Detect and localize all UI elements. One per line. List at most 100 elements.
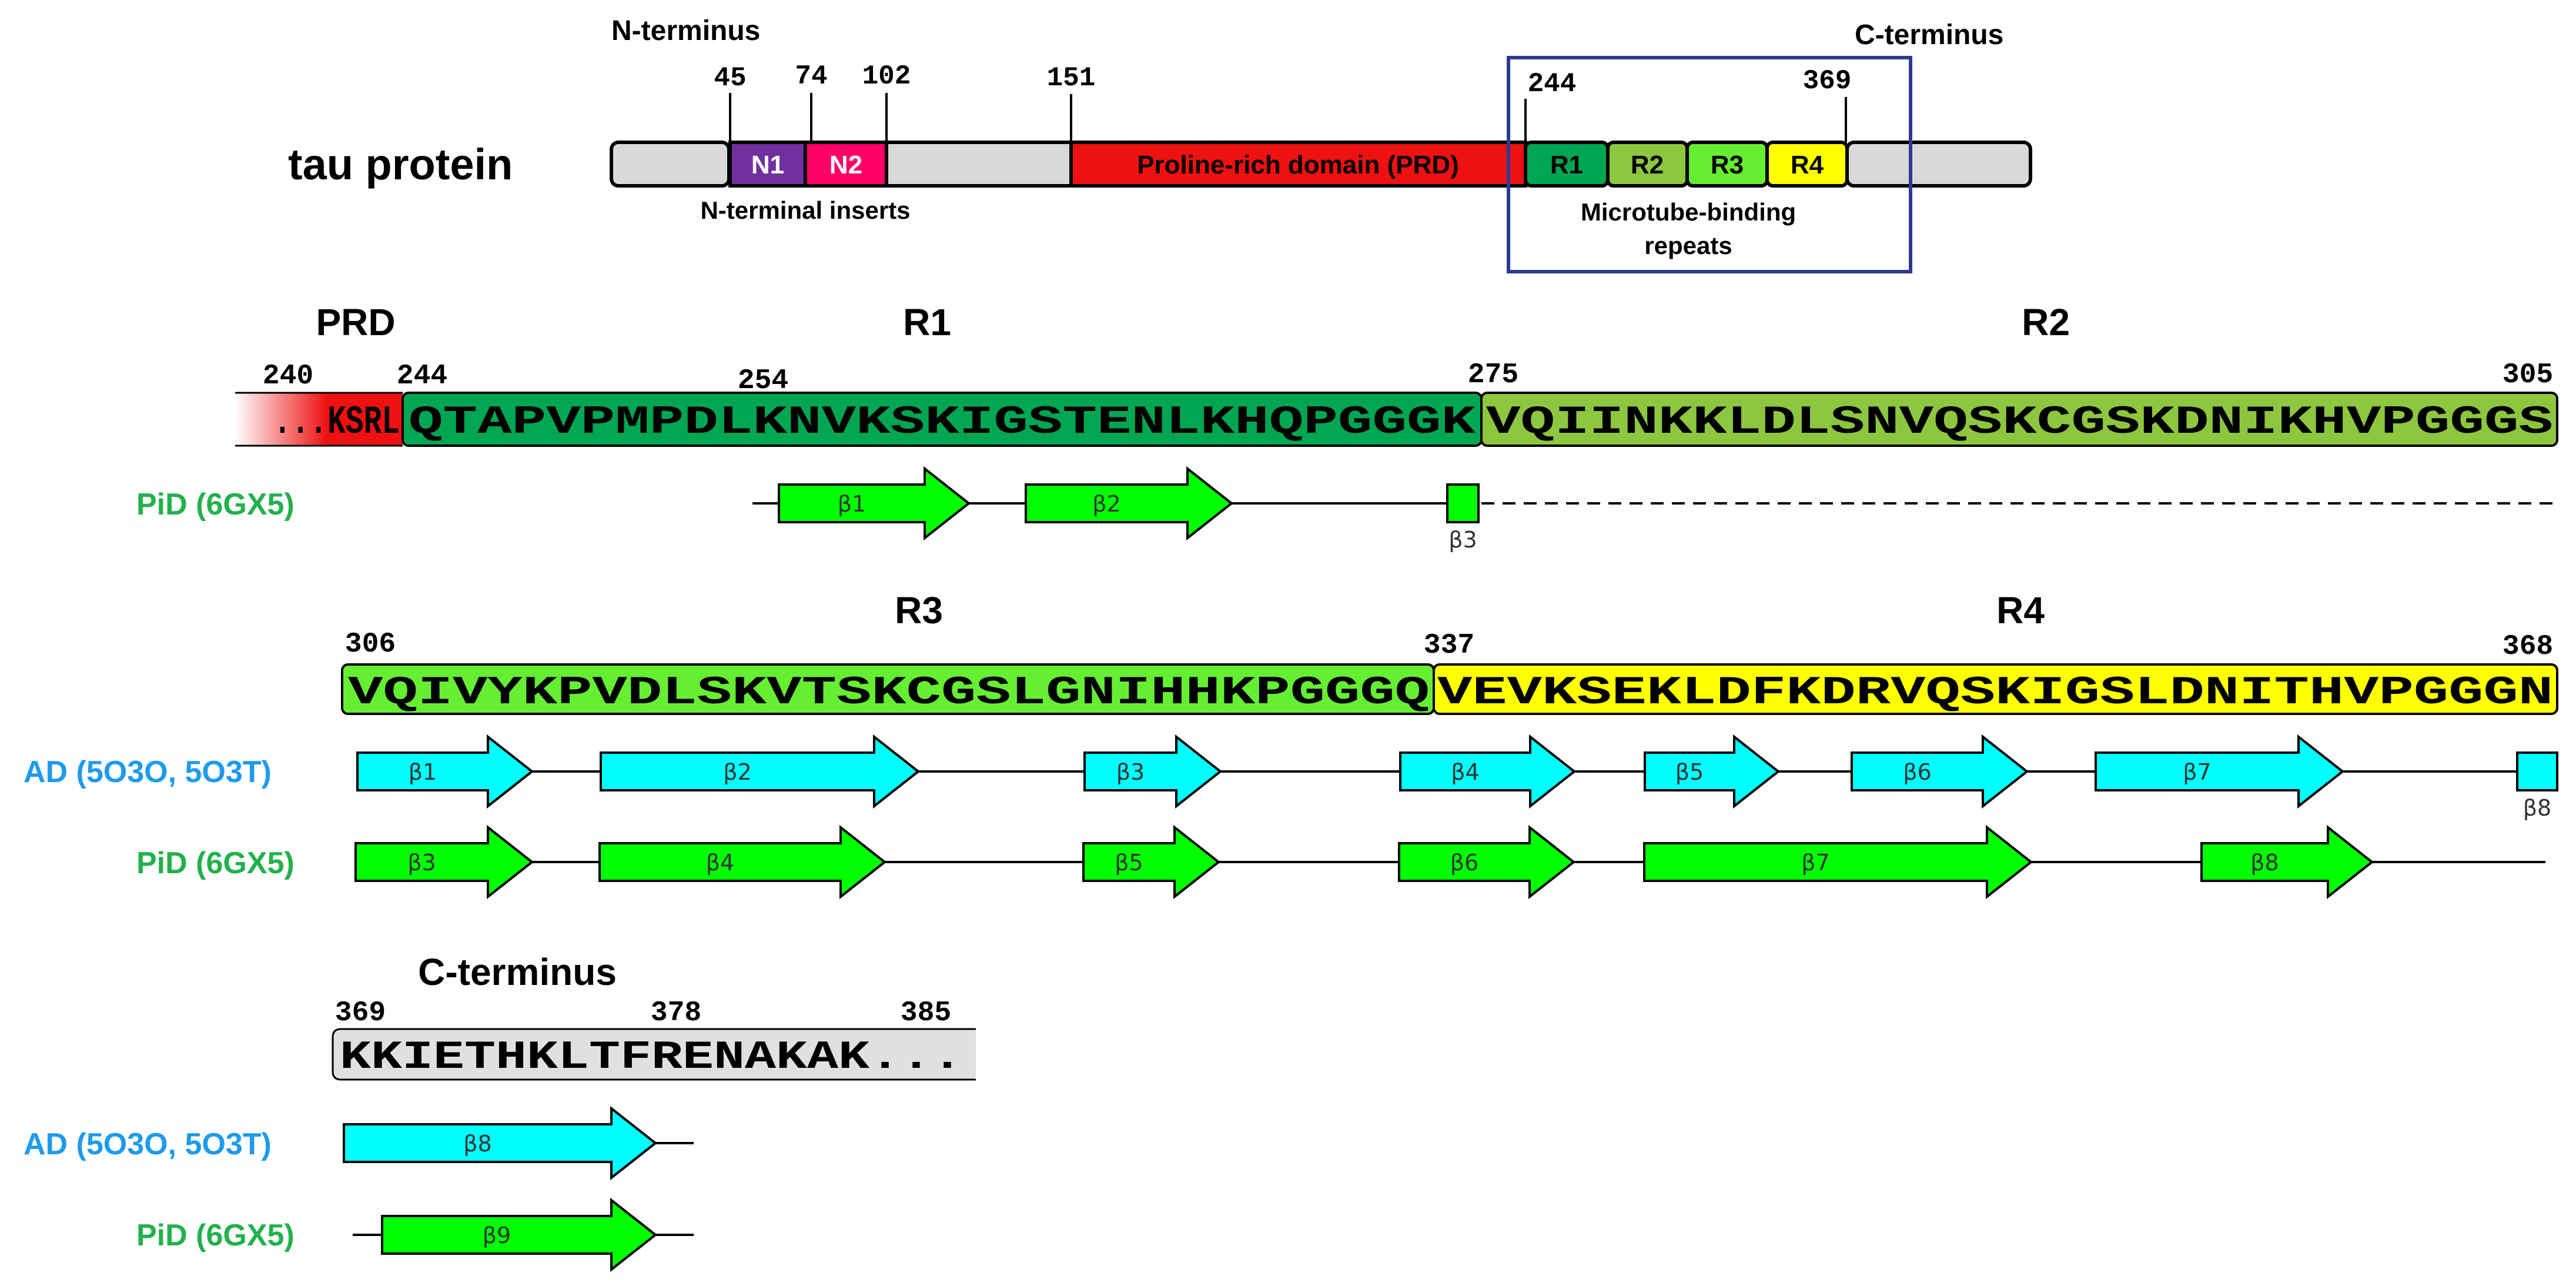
beta-strand-arrow [2200, 824, 2374, 900]
pid-strands-row-1: β1 β2 β3 [778, 466, 1480, 553]
position-label: 244 [1528, 69, 1577, 99]
beta-strand-arrow [354, 824, 534, 900]
beta-strand-arrow [778, 466, 971, 541]
region-header-c-terminus: C-terminus [418, 951, 617, 993]
domain-grey-1 [610, 141, 731, 188]
position-label: 337 [1424, 630, 1474, 662]
sequence-prd: ...KSRL [273, 400, 400, 445]
position-label: 244 [397, 360, 447, 392]
beta-strand-label: β5 [1675, 759, 1704, 785]
position-label: 368 [2503, 631, 2553, 663]
c-terminus-label: C-terminus [1855, 19, 2003, 51]
beta-strand-label: β3 [1448, 527, 1477, 553]
beta-strand-arrow [1082, 824, 1221, 900]
beta-strand-label: β4 [706, 850, 734, 876]
beta-strand-block [2516, 751, 2558, 791]
ad-label: AD (5O3O, 5O3T) [24, 755, 272, 789]
sequence-row-2: R3 R4 306 337 368 VQIVYKPVDLSKVTSKCGSLGN… [24, 589, 2558, 900]
position-label: 385 [901, 997, 951, 1029]
sequence-c-terminus: KKIETHKLTFRENAKAK... [340, 1035, 963, 1080]
beta-strand-arrow [1643, 824, 2033, 900]
domain-label-prd: Proline-rich domain (PRD) [1137, 151, 1459, 179]
domain-label-r3: R3 [1711, 151, 1744, 179]
beta-strand-arrow [356, 734, 534, 809]
beta-strand-arrow [598, 824, 887, 900]
n-inserts-caption: N-terminal inserts [700, 196, 910, 224]
position-label: 306 [345, 629, 396, 660]
position-label: 275 [1468, 359, 1518, 391]
sequence-box-prd [235, 393, 403, 446]
region-header-r3: R3 [895, 589, 943, 632]
protein-label: tau protein [288, 140, 513, 189]
domain-grey-2 [885, 141, 1073, 188]
beta-strand-arrow [1399, 734, 1577, 809]
sequence-r2: VQIINKKLDLSNVQSKCGSKDNIKHVPGGGS [1486, 400, 2553, 445]
beta-strand-label: β1 [409, 759, 437, 785]
ad-label: AD (5O3O, 5O3T) [24, 1127, 272, 1161]
tau-overview: tau protein N-terminus C-terminus 45 74 … [288, 15, 2032, 273]
beta-strand-label: β9 [483, 1222, 511, 1248]
beta-strand-arrow [1025, 466, 1234, 541]
beta-strand-label: β6 [1450, 850, 1478, 876]
domain-label-n1: N1 [751, 151, 784, 179]
position-label: 305 [2503, 359, 2553, 391]
sequence-row-1: PRD R1 R2 240 244 254 275 305 ...KSRL QT… [136, 301, 2558, 553]
region-header-prd: PRD [316, 301, 395, 343]
beta-strand-arrow [2095, 734, 2345, 809]
pid-label: PiD (6GX5) [136, 487, 295, 522]
position-label: 74 [795, 61, 827, 92]
beta-strand-label: β3 [1116, 759, 1145, 785]
position-label: 369 [335, 997, 386, 1029]
beta-strand-arrow [343, 1105, 658, 1181]
beta-strand-label: β3 [407, 850, 436, 876]
beta-strand-label: β5 [1115, 850, 1143, 876]
domain-label-r2: R2 [1631, 151, 1664, 179]
beta-strand-arrow [381, 1197, 658, 1272]
beta-strand-arrow [1851, 734, 2029, 809]
position-label: 45 [714, 63, 746, 93]
ad-strands-row-3: β8 [343, 1105, 658, 1181]
beta-strand-arrow [600, 734, 921, 809]
region-header-r1: R1 [903, 301, 951, 343]
beta-strand-label: β2 [1092, 491, 1120, 517]
position-label: 378 [651, 997, 701, 1029]
beta-strand-arrow [1644, 734, 1781, 809]
beta-strand-label: β8 [2523, 795, 2551, 821]
pid-label: PiD (6GX5) [136, 846, 295, 880]
beta-strand-arrow [1398, 824, 1576, 900]
sequence-row-3: C-terminus 369 378 385 KKIETHKLTFRENAKAK… [24, 951, 976, 1272]
pid-label: PiD (6GX5) [136, 1218, 295, 1252]
position-ticks [729, 93, 1847, 142]
n-terminus-label: N-terminus [611, 15, 760, 46]
domain-grey-3 [1845, 141, 2032, 188]
mtbr-highlight-box [1507, 56, 1912, 273]
position-label: 151 [1047, 63, 1096, 93]
beta-strand-label: β1 [838, 491, 866, 517]
domain-label-n2: N2 [829, 151, 862, 179]
sequence-r3: VQIVYKPVDLSKVTSKCGSLGNIHHKPGGGQ [348, 670, 1430, 716]
beta-strand-block [1446, 483, 1480, 523]
mtbr-caption: repeats [1644, 232, 1732, 259]
sequence-box-r4 [1433, 663, 2558, 715]
sequence-box-r2 [1480, 392, 2558, 447]
beta-strand-label: β4 [1451, 759, 1479, 785]
beta-strand-arrow [1083, 734, 1223, 809]
beta-strand-label: β8 [2250, 850, 2279, 876]
beta-strand-label: β8 [463, 1131, 491, 1157]
position-label: 369 [1803, 66, 1852, 96]
position-label: 102 [862, 61, 911, 92]
beta-strand-label: β7 [1801, 850, 1829, 876]
region-header-r2: R2 [2022, 301, 2070, 343]
sequence-box-c-terminus [332, 1028, 976, 1081]
mtbr-caption: Microtube-binding [1581, 198, 1796, 226]
pid-strands-row-3: β9 [381, 1197, 658, 1272]
beta-strand-label: β7 [2183, 759, 2211, 785]
region-header-r4: R4 [1996, 589, 2045, 632]
pid-strands-row-2: β3 β4 β5 β6 β7 β8 [354, 824, 2374, 900]
sequence-r4: VEVKSEKLDFKDRVQSKIGSLDNITHVPGGGN [1437, 670, 2553, 716]
sequence-r1: QTAPVPMPDLKNVKSKIGSTENLKHQPGGGK [409, 400, 1476, 445]
domain-label-r4: R4 [1791, 151, 1824, 179]
beta-strand-label: β2 [723, 759, 751, 785]
